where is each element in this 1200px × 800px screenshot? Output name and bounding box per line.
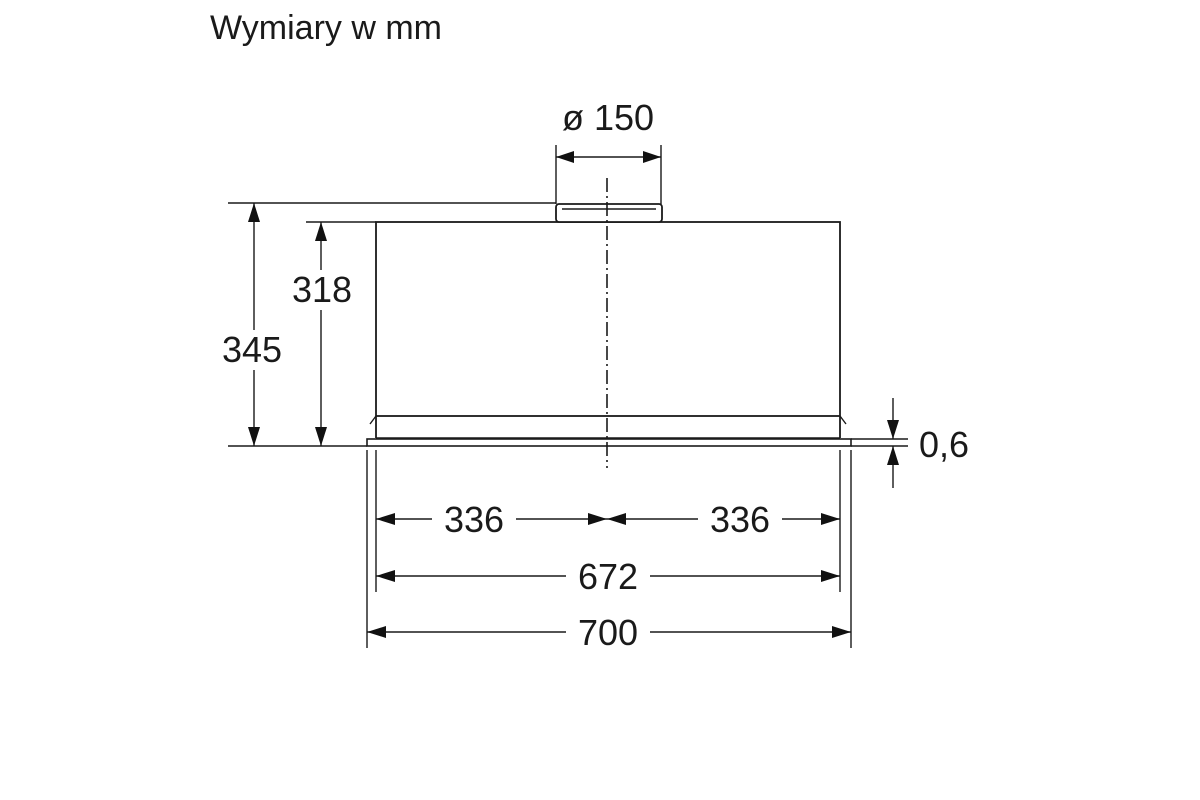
body-width-label-bg — [566, 555, 650, 597]
hood-body — [366, 221, 852, 447]
duct-outlet — [555, 203, 663, 223]
dimension-total-width: 700 — [367, 611, 851, 653]
body-height-arrow-bottom — [315, 427, 327, 446]
half-width-right-arrow-start — [607, 513, 626, 525]
hood-lower-sides — [375, 416, 841, 438]
body-width-label: 672 — [578, 556, 638, 597]
duct-arrow-right — [643, 151, 661, 163]
dimension-total-height: 345 — [214, 203, 286, 446]
dimension-frame-thickness: 0,6 — [887, 398, 969, 488]
half-width-right-label: 336 — [710, 499, 770, 540]
half-width-left-arrow-end — [588, 513, 607, 525]
frame-thickness-label: 0,6 — [919, 424, 969, 465]
frame-arrow-top — [887, 420, 899, 439]
total-width-label: 700 — [578, 612, 638, 653]
drawing-title: Wymiary w mm — [210, 9, 442, 47]
total-width-label-bg — [566, 611, 650, 653]
total-height-label: 345 — [222, 329, 282, 370]
body-height-label: 318 — [292, 269, 352, 310]
half-width-right-label-bg — [698, 498, 782, 540]
duct-arrow-left — [556, 151, 574, 163]
hood-side-tabs — [369, 415, 847, 425]
body-width-arrow-left — [376, 570, 395, 582]
dimension-body-width: 672 — [376, 555, 840, 597]
total-height-label-bg — [214, 330, 286, 370]
half-width-left-label-bg — [432, 498, 516, 540]
dimension-half-widths: 336 336 — [376, 498, 840, 540]
dimension-body-height: 318 — [286, 222, 358, 446]
duct-diameter-label: ø 150 — [562, 97, 654, 138]
extension-lines — [228, 145, 908, 648]
total-width-arrow-left — [367, 626, 386, 638]
half-width-left-arrow-start — [376, 513, 395, 525]
duct-collar — [555, 203, 663, 223]
hood-casing — [375, 221, 841, 417]
total-height-arrow-top — [248, 203, 260, 222]
total-height-arrow-bottom — [248, 427, 260, 446]
half-width-left-label: 336 — [444, 499, 504, 540]
frame-arrow-bottom — [887, 446, 899, 465]
hood-front-frame — [366, 438, 852, 447]
half-width-right-arrow-end — [821, 513, 840, 525]
body-width-arrow-right — [821, 570, 840, 582]
body-height-arrow-top — [315, 222, 327, 241]
total-width-arrow-right — [832, 626, 851, 638]
body-height-label-bg — [286, 270, 358, 310]
dimension-duct-diameter: ø 150 — [556, 97, 661, 163]
